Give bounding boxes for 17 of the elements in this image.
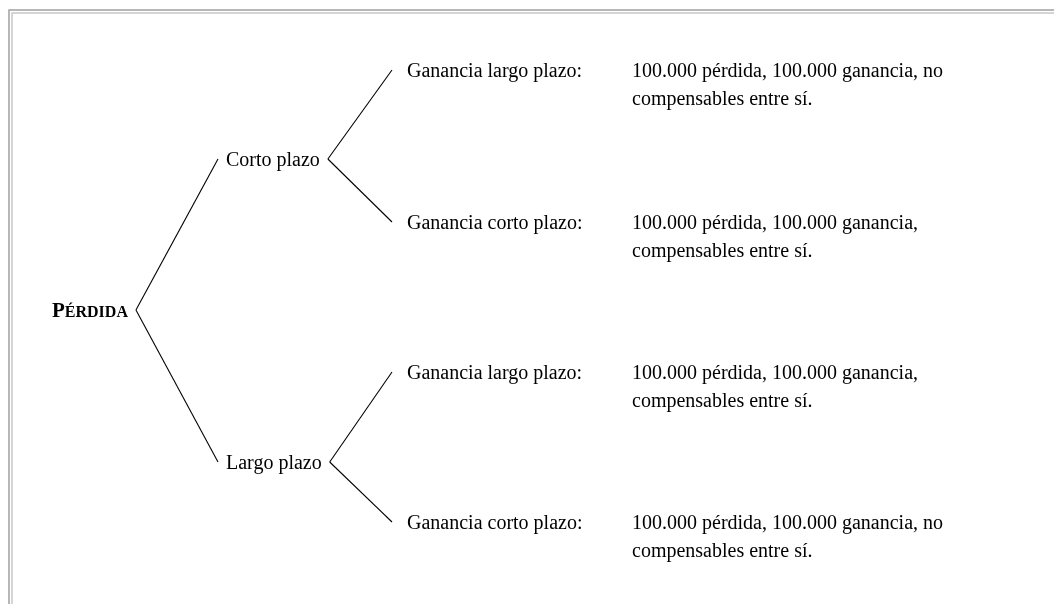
branch-description: 100.000 pérdida, 100.000 ganancia, no compensables entre sí. [632,58,945,112]
branch-description: 100.000 pérdida, 100.000 ganancia, no compensables entre sí. [632,510,945,564]
branch-line [135,158,219,311]
branch-line [135,309,219,463]
root-label: PÉRDIDA [52,297,128,324]
branch-label: Corto plazo [226,147,320,173]
branch-description: 100.000 pérdida, 100.000 ganancia, compensables entre sí. [632,360,920,414]
branch-heading: Ganancia corto plazo: [407,510,584,536]
branch-heading: Ganancia largo plazo: [407,360,584,386]
branch-description: 100.000 pérdida, 100.000 ganancia, compensables entre sí. [632,210,920,264]
branch-heading: Ganancia corto plazo: [407,210,584,236]
branch-label: Largo plazo [226,450,322,476]
branch-line [327,69,393,160]
branch-line [329,461,393,523]
branch-line [327,158,393,223]
branch-line [329,371,393,463]
branch-heading: Ganancia largo plazo: [407,58,584,84]
